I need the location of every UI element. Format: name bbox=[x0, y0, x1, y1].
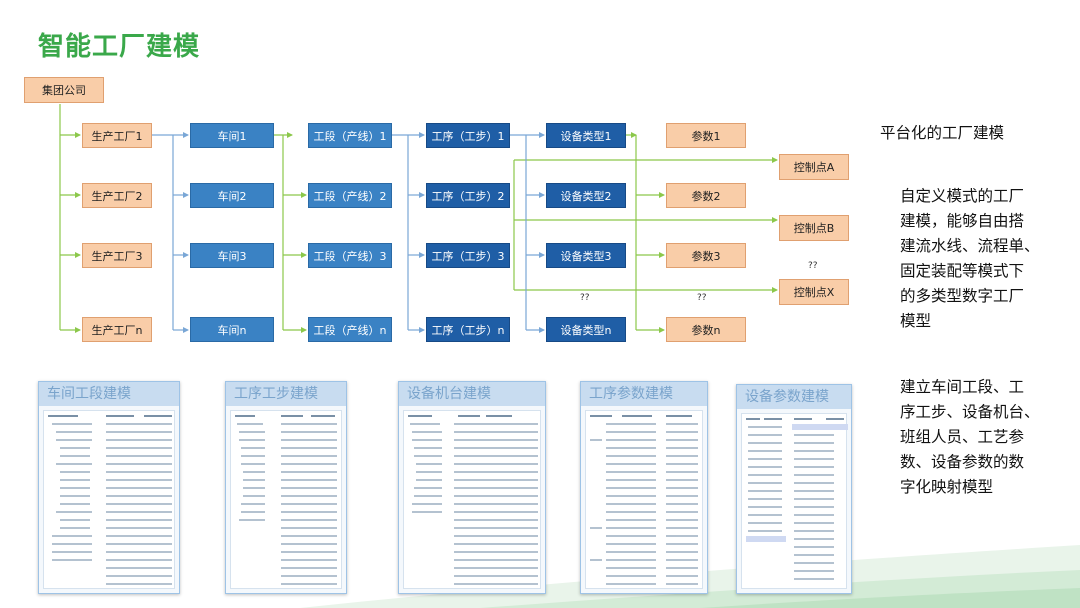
group-company-node[interactable]: 集团公司 bbox=[24, 77, 104, 103]
factory-node-3[interactable]: 生产工厂3 bbox=[82, 243, 152, 268]
side-line: 序工步、设备机台、 bbox=[900, 403, 1040, 421]
workshop-node-n[interactable]: 车间n bbox=[190, 317, 274, 342]
side-heading: 平台化的工厂建模 bbox=[880, 124, 1005, 142]
side-line: 字化映射模型 bbox=[900, 478, 994, 496]
workshop-node-3[interactable]: 车间3 bbox=[190, 243, 274, 268]
side-line: 的多类型数字工厂 bbox=[900, 287, 1025, 305]
side-line: 固定装配等模式下 bbox=[900, 262, 1025, 280]
factory-node-1[interactable]: 生产工厂1 bbox=[82, 123, 152, 148]
thumbnail-body bbox=[43, 410, 175, 589]
thumbnail-process-step[interactable]: 工序工步建模 bbox=[225, 381, 347, 594]
thumbnail-workshop-section[interactable]: 车间工段建模 bbox=[38, 381, 180, 594]
section-node-2[interactable]: 工段（产线）2 bbox=[308, 183, 392, 208]
param-node-2[interactable]: 参数2 bbox=[666, 183, 746, 208]
thumbnail-title: 设备参数建模 bbox=[737, 385, 851, 409]
thumbnail-title: 工序参数建模 bbox=[581, 382, 707, 406]
process-node-n[interactable]: 工序（工步）n bbox=[426, 317, 510, 342]
workshop-node-2[interactable]: 车间2 bbox=[190, 183, 274, 208]
equipment-type-node-3[interactable]: 设备类型3 bbox=[546, 243, 626, 268]
unknown-mark: ?? bbox=[580, 293, 590, 303]
unknown-mark: ?? bbox=[808, 261, 818, 271]
side-paragraph-1: 自定义模式的工厂 建模，能够自由搭 建流水线、流程单、 固定装配等模式下 的多类… bbox=[900, 184, 1040, 334]
thumbnail-title: 工序工步建模 bbox=[226, 382, 346, 406]
page-title: 智能工厂建模 bbox=[38, 32, 201, 62]
thumbnail-title: 车间工段建模 bbox=[39, 382, 179, 406]
equipment-type-node-n[interactable]: 设备类型n bbox=[546, 317, 626, 342]
process-node-1[interactable]: 工序（工步）1 bbox=[426, 123, 510, 148]
section-node-n[interactable]: 工段（产线）n bbox=[308, 317, 392, 342]
side-line: 建立车间工段、工 bbox=[900, 378, 1025, 396]
side-paragraph-2: 建立车间工段、工 序工步、设备机台、 班组人员、工艺参 数、设备参数的数 字化映… bbox=[900, 375, 1040, 500]
side-line: 班组人员、工艺参 bbox=[900, 428, 1025, 446]
equipment-type-node-2[interactable]: 设备类型2 bbox=[546, 183, 626, 208]
param-node-1[interactable]: 参数1 bbox=[666, 123, 746, 148]
process-node-2[interactable]: 工序（工步）2 bbox=[426, 183, 510, 208]
side-line: 数、设备参数的数 bbox=[900, 453, 1025, 471]
thumbnail-equipment-machine[interactable]: 设备机台建模 bbox=[398, 381, 546, 594]
control-point-node-a[interactable]: 控制点A bbox=[779, 154, 849, 180]
control-point-node-b[interactable]: 控制点B bbox=[779, 215, 849, 241]
section-node-3[interactable]: 工段（产线）3 bbox=[308, 243, 392, 268]
unknown-mark: ?? bbox=[697, 293, 707, 303]
thumbnail-body bbox=[585, 410, 703, 589]
side-line: 模型 bbox=[900, 312, 932, 330]
thumbnail-body bbox=[230, 410, 342, 589]
factory-node-2[interactable]: 生产工厂2 bbox=[82, 183, 152, 208]
side-line: 自定义模式的工厂 bbox=[900, 187, 1025, 205]
thumbnail-body bbox=[741, 413, 848, 589]
process-node-3[interactable]: 工序（工步）3 bbox=[426, 243, 510, 268]
param-node-3[interactable]: 参数3 bbox=[666, 243, 746, 268]
equipment-type-node-1[interactable]: 设备类型1 bbox=[546, 123, 626, 148]
factory-node-n[interactable]: 生产工厂n bbox=[82, 317, 152, 342]
thumbnail-title: 设备机台建模 bbox=[399, 382, 545, 406]
control-point-node-x[interactable]: 控制点X bbox=[779, 279, 849, 305]
param-node-n[interactable]: 参数n bbox=[666, 317, 746, 342]
thumbnail-equipment-parameters[interactable]: 设备参数建模 bbox=[736, 384, 852, 594]
thumbnail-process-parameters[interactable]: 工序参数建模 bbox=[580, 381, 708, 594]
section-node-1[interactable]: 工段（产线）1 bbox=[308, 123, 392, 148]
workshop-node-1[interactable]: 车间1 bbox=[190, 123, 274, 148]
side-line: 建模，能够自由搭 bbox=[900, 212, 1025, 230]
side-line: 建流水线、流程单、 bbox=[900, 237, 1040, 255]
thumbnail-body bbox=[403, 410, 541, 589]
